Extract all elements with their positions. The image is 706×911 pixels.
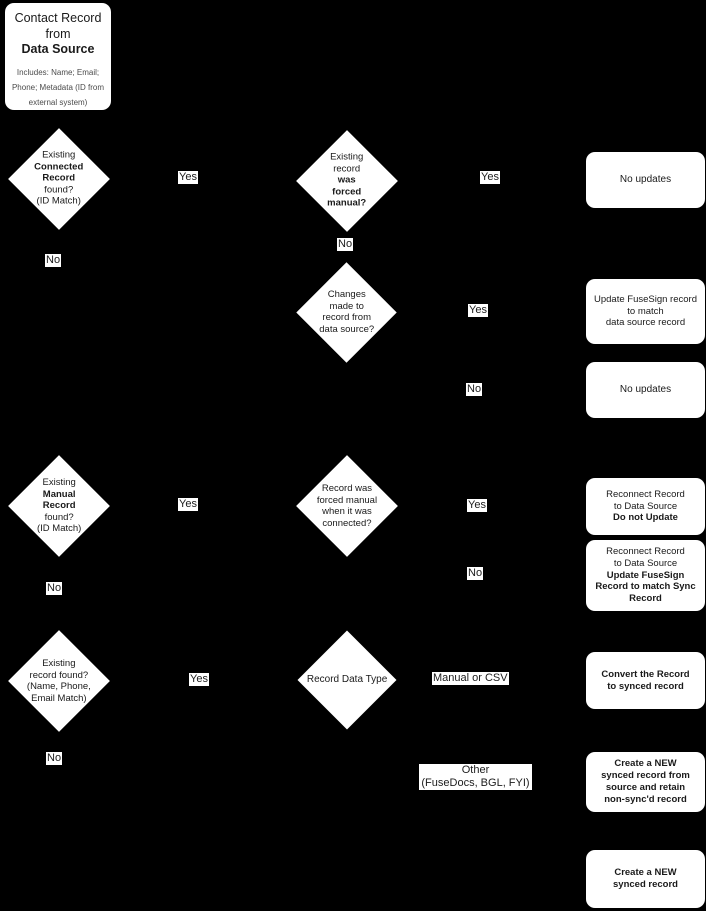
start-title-line1: Contact Record (14, 11, 102, 25)
d3-line3: record from (322, 312, 371, 324)
d5-line4: connected? (322, 517, 372, 529)
outcome4-line3: Do not Update (613, 512, 678, 524)
outcome8-line2: synced record (613, 879, 678, 890)
d4-line5: (ID Match) (36, 523, 82, 535)
outcome2-line1: Update FuseSign record (594, 293, 697, 305)
d3-line2: made to (329, 300, 364, 312)
outcome-no-updates-2[interactable]: No updates (586, 362, 705, 418)
start-note-line3: external system) (28, 98, 88, 108)
start-note-line1: Includes: Name; Email; (16, 67, 100, 77)
edge-label-existing-no: No (46, 752, 63, 765)
decision-existing-manual-record[interactable]: Existing Manual Record found? (ID Match) (8, 455, 110, 557)
d4-line4: found? (44, 511, 74, 523)
d6-line2: record found? (29, 669, 89, 681)
start-note-line2: Phone; Metadata (ID from (11, 83, 105, 93)
outcome4-line1: Reconnect Record (606, 488, 685, 500)
decision-record-forced-manual-when-connected[interactable]: Record was forced manual when it was con… (296, 455, 398, 557)
edge-label-connected-yes: Yes (178, 171, 198, 184)
outcome-create-new-retain-non-synced[interactable]: Create a NEW synced record from source a… (586, 752, 705, 812)
decision-existing-record-found-name-phone-email[interactable]: Existing record found? (Name, Phone, Ema… (8, 630, 110, 732)
edge-label-data-type-other: Other (FuseDocs, BGL, FYI) (419, 764, 532, 790)
edge-label-forced-when-connected-no: No (467, 567, 484, 580)
outcome7-line1: Create a NEW (614, 758, 677, 770)
start-title-line3: Data Source (21, 42, 95, 57)
outcome7-line2: synced record from (601, 770, 690, 782)
d1-line3: Record (42, 173, 76, 185)
outcome2-line3: data source record (605, 317, 686, 329)
outcome-convert-record-to-synced[interactable]: Convert the Record to synced record (586, 652, 705, 709)
d2-line4: forced (332, 186, 362, 198)
outcome6-line2: to synced record (607, 680, 684, 692)
outcome5-line2: to Data Source (613, 557, 678, 569)
edge-label-existing-yes: Yes (189, 673, 209, 686)
d4-line1: Existing (42, 477, 76, 489)
edge-label-other-line1: Other (461, 764, 490, 776)
d2-line5: manual? (327, 198, 367, 210)
d1-line4: found? (44, 184, 74, 196)
decision-changes-made-to-record[interactable]: Changes made to record from data source? (296, 262, 397, 363)
d6-line4: Email Match) (31, 692, 87, 704)
edge-label-manual-no: No (46, 582, 63, 595)
outcome3-line1: No updates (619, 383, 672, 395)
decision-existing-connected-record[interactable]: Existing Connected Record found? (ID Mat… (8, 128, 110, 230)
d1-line1: Existing (42, 150, 76, 162)
d5-line2: forced manual (316, 494, 378, 506)
d3-line1: Changes (327, 289, 366, 301)
d4-line2: Manual (42, 488, 76, 500)
outcome5-line3: Update FuseSign (606, 569, 685, 581)
outcome-create-new-synced-record[interactable]: Create a NEW synced record (586, 850, 705, 908)
d4-line3: Record (42, 500, 76, 512)
d2-line1: Existing (330, 152, 364, 164)
d6-line3: (Name, Phone, (27, 681, 91, 692)
outcome5-line5: Record (629, 593, 662, 605)
outcome2-line2: to match (627, 305, 664, 317)
edge-label-forced-when-connected-yes: Yes (467, 499, 487, 512)
node-contact-record-from-data-source[interactable]: Contact Record from Data Source Includes… (5, 3, 111, 110)
outcome8-line1: Create a NEW (614, 867, 677, 879)
d3-line4: data source? (319, 324, 374, 336)
outcome5-line4: Record to match Sync (595, 581, 696, 593)
edge-label-changes-no: No (466, 383, 483, 396)
decision-existing-record-forced-manual[interactable]: Existing record was forced manual? (296, 130, 398, 232)
edge-label-changes-yes: Yes (468, 304, 488, 317)
outcome7-line3: source and retain (605, 782, 686, 793)
outcome4-line2: to Data Source (613, 500, 678, 512)
d7-line1: Record Data Type (306, 673, 388, 685)
edge-label-other-line2: (FuseDocs, BGL, FYI) (421, 776, 530, 789)
outcome-update-fusesign-record[interactable]: Update FuseSign record to match data sou… (586, 279, 705, 344)
outcome1-line1: No updates (619, 173, 672, 185)
d1-line5: (ID Match) (36, 196, 82, 208)
d5-line1: Record was (321, 482, 373, 494)
outcome-reconnect-do-not-update[interactable]: Reconnect Record to Data Source Do not U… (586, 478, 705, 535)
outcome5-line1: Reconnect Record (606, 545, 685, 557)
edge-label-data-type-manual-csv: Manual or CSV (432, 672, 509, 685)
edge-label-manual-yes: Yes (178, 498, 198, 511)
d2-line3: was (338, 175, 356, 187)
d2-line2: record (333, 163, 361, 175)
start-title-line2: from (45, 26, 71, 41)
decision-record-data-type[interactable]: Record Data Type (297, 630, 397, 730)
outcome7-line4: non-sync'd record (604, 793, 687, 805)
edge-label-connected-no: No (45, 254, 62, 267)
d5-line3: when it was (322, 505, 372, 517)
d6-line1: Existing (42, 657, 76, 669)
edge-label-forced-manual-yes: Yes (480, 171, 500, 184)
edge-label-forced-manual-no: No (337, 238, 354, 251)
outcome-reconnect-update-fusesign[interactable]: Reconnect Record to Data Source Update F… (586, 540, 705, 611)
outcome-no-updates-1[interactable]: No updates (586, 152, 705, 208)
d1-line2: Connected (34, 161, 84, 173)
outcome6-line1: Convert the Record (601, 668, 690, 680)
